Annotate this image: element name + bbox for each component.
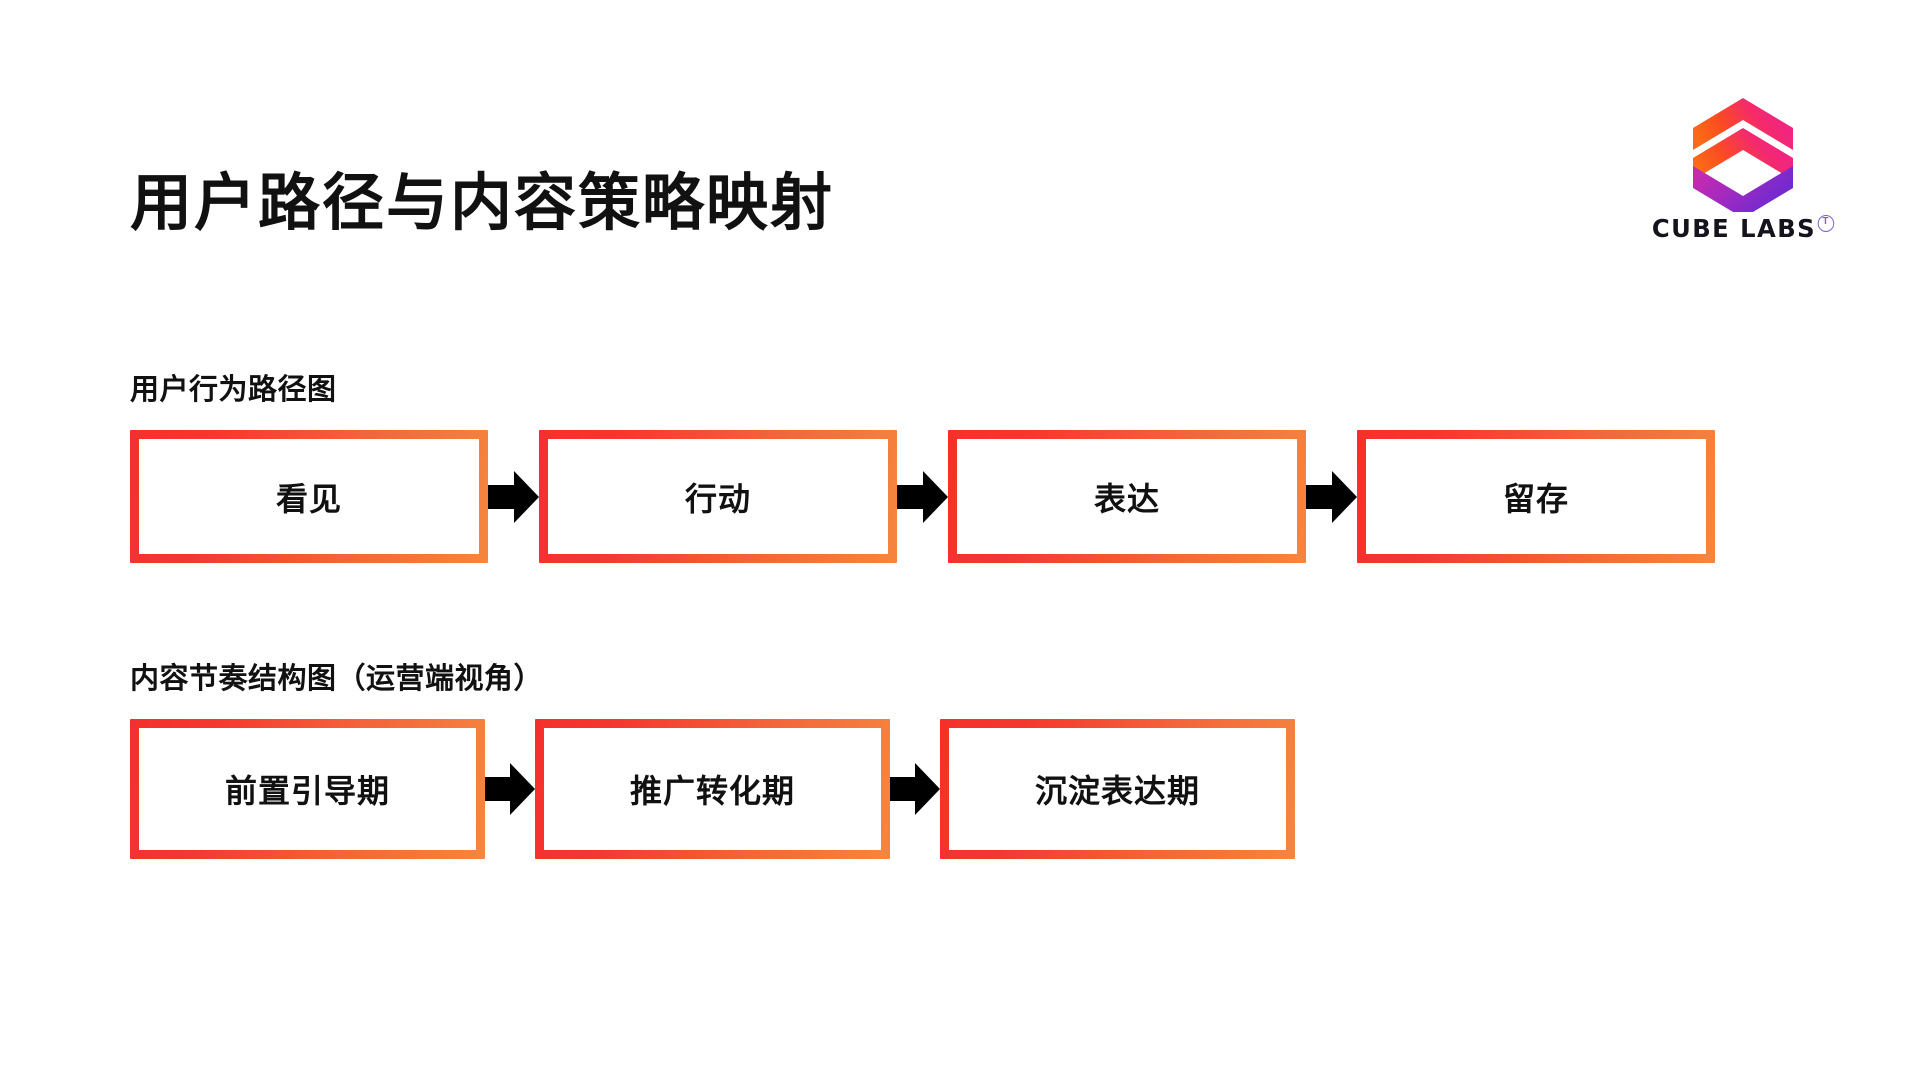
flow-node-label: 表达 — [1093, 480, 1160, 517]
flow-node-label: 沉淀表达期 — [1034, 773, 1200, 809]
flow-node-see[interactable]: 看见 — [130, 430, 488, 563]
flow-node-label: 行动 — [684, 480, 751, 517]
arrow-right-icon — [488, 465, 539, 529]
section-user-path: 用户行为路径图 看见 行动 表达 — [130, 366, 1715, 563]
section-label-user-path: 用户行为路径图 — [130, 374, 337, 406]
flow-node-label: 看见 — [275, 480, 342, 517]
arrow-right-icon — [1306, 465, 1357, 529]
flow-node-act[interactable]: 行动 — [539, 430, 897, 563]
arrow-right-icon — [897, 465, 948, 529]
flow-node-express[interactable]: 表达 — [948, 430, 1306, 563]
logo-wordmark-text: CUBE LABS — [1651, 214, 1816, 243]
trademark-icon: T — [1817, 215, 1835, 232]
flow-node-label: 前置引导期 — [224, 773, 390, 809]
cube-hex-logo-icon — [1693, 98, 1793, 212]
flow-node-label: 留存 — [1502, 480, 1569, 517]
logo-wordmark: CUBE LABS T — [1652, 214, 1835, 243]
arrow-right-icon — [890, 757, 940, 821]
section-content-rhythm: 内容节奏结构图（运营端视角） 前置引导期 推广转化期 沉淀表达期 — [130, 655, 1295, 859]
brand-logo: CUBE LABS T — [1648, 88, 1838, 258]
flow-node-promotion-conversion[interactable]: 推广转化期 — [535, 719, 890, 859]
section-label-content-rhythm: 内容节奏结构图（运营端视角） — [130, 663, 544, 695]
flow-row-content-rhythm: 前置引导期 推广转化期 沉淀表达期 — [130, 719, 1295, 859]
arrow-right-icon — [485, 757, 535, 821]
flow-row-user-path: 看见 行动 表达 — [130, 430, 1715, 563]
flow-node-settle-expression[interactable]: 沉淀表达期 — [940, 719, 1295, 859]
flow-node-pre-guidance[interactable]: 前置引导期 — [130, 719, 485, 859]
flow-node-retain[interactable]: 留存 — [1357, 430, 1715, 563]
page-title: 用户路径与内容策略映射 — [130, 168, 835, 238]
flow-node-label: 推广转化期 — [629, 773, 795, 809]
